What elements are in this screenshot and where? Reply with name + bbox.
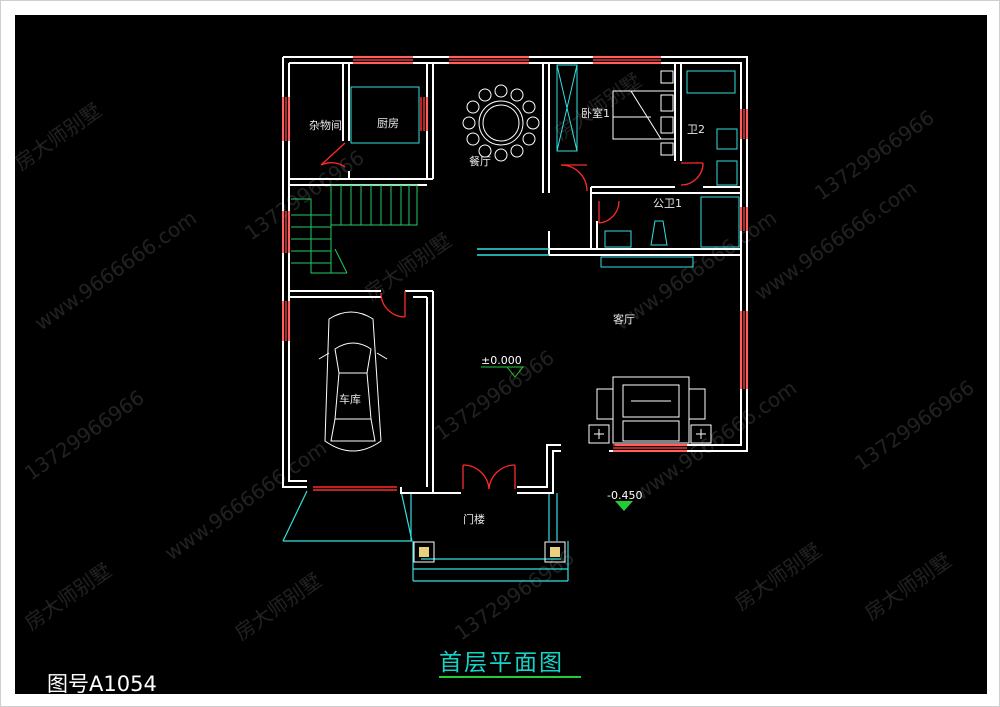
label-bath2: 卫2 [687, 123, 705, 136]
bed [612, 70, 676, 156]
window-top-kitchen [353, 56, 413, 64]
watermark-text: 房大师别墅 [15, 98, 106, 175]
level-label-outdoor: -0.450 [607, 489, 642, 502]
watermark-text: 房大师别墅 [730, 538, 826, 615]
dining-table [462, 84, 540, 162]
window-left-garage [282, 301, 290, 341]
drawing-title: 首层平面图 [439, 650, 564, 676]
watermark-text: 房大师别墅 [230, 568, 326, 645]
label-porch: 门楼 [463, 512, 485, 526]
watermark-text: 房大师别墅 [20, 558, 116, 635]
watermark-text: www.9666666.com [30, 205, 201, 335]
sofa-set [588, 376, 712, 444]
fixtures [350, 64, 740, 268]
label-garage: 车库 [339, 392, 361, 406]
watermark-text: www.9666666.com [160, 435, 331, 565]
public-bath-sink [604, 230, 632, 248]
watermark-text: www.9666666.com [630, 375, 801, 505]
watermark-text: www.9666666.com [610, 205, 781, 335]
public-bath-toilet [650, 220, 668, 246]
window-top-bedroom [593, 56, 661, 64]
window-kitchen-dining [420, 97, 428, 131]
public-bath-shower [700, 196, 740, 248]
watermark-text: 13729966966 [240, 145, 368, 245]
door-public-bath [598, 200, 620, 224]
cad-canvas: 房大师别墅 13729966966 房大师别墅 13729966966 www.… [15, 15, 987, 696]
shower [686, 70, 736, 94]
label-living: 客厅 [613, 312, 635, 326]
window-right-public-bath [740, 207, 748, 231]
watermark-text: 13729966966 [850, 375, 978, 475]
door-bath2 [680, 162, 704, 186]
watermark-text: 13729966966 [20, 385, 148, 485]
watermark-text: 13729966966 [810, 105, 938, 205]
car [318, 311, 388, 452]
floor-plan-drawing: 房大师别墅 13729966966 房大师别墅 13729966966 www.… [15, 56, 979, 645]
drawing-number: 图号A1054 [47, 672, 157, 696]
doors [320, 142, 704, 490]
windows [282, 56, 748, 491]
window-right-living [740, 311, 748, 389]
title-underline [439, 676, 581, 678]
window-left-storage [282, 97, 290, 141]
porch-columns [413, 541, 566, 563]
wardrobe [556, 64, 578, 152]
label-dining: 餐厅 [469, 154, 491, 168]
window-right-bath2 [740, 109, 748, 139]
staircase [291, 184, 418, 274]
window-bottom-garage [313, 486, 397, 491]
level-marker-outdoor [615, 501, 633, 511]
label-bedroom: 卧室1 [581, 106, 610, 120]
watermark-text: 13729966966 [450, 545, 578, 645]
level-label-main: ±0.000 [481, 354, 522, 367]
room-labels: 杂物间 厨房 餐厅 卧室1 卫2 公卫1 客厅 车库 门楼 ±0.000 -0.… [309, 106, 705, 526]
door-garage [380, 291, 406, 318]
window-bottom-living [613, 444, 687, 452]
door-bedroom [560, 164, 588, 192]
window-top-dining [449, 56, 529, 64]
porch-structure [282, 490, 569, 582]
window-left-stair [282, 211, 290, 253]
label-kitchen: 厨房 [377, 117, 399, 130]
watermark-text: 房大师别墅 [360, 228, 456, 305]
watermark-text: 房大师别墅 [860, 548, 956, 625]
label-storage: 杂物间 [309, 118, 342, 132]
sink-2 [716, 160, 738, 186]
door-storage [320, 142, 346, 168]
toilet-2 [716, 128, 738, 150]
kitchen-counter [350, 86, 420, 144]
tv-cabinet [600, 256, 694, 268]
door-main-entrance [462, 464, 516, 490]
level-marker-main [481, 366, 525, 378]
label-public-bath: 公卫1 [653, 197, 682, 210]
